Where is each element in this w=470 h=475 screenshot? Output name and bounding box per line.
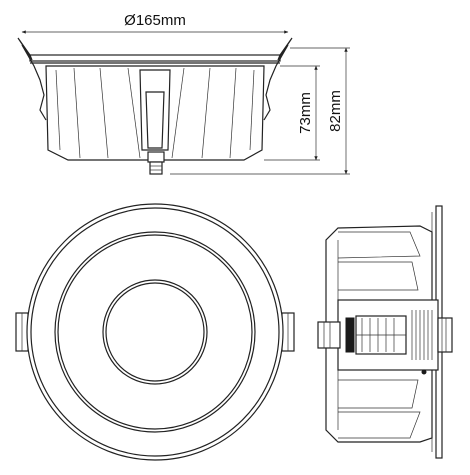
side-fins xyxy=(55,67,255,159)
side-center-block xyxy=(139,69,171,151)
terminal-block xyxy=(345,317,355,353)
lens xyxy=(102,279,208,385)
heatsink-ribs xyxy=(411,310,433,360)
outer-ring xyxy=(26,203,284,461)
profile-view xyxy=(317,205,453,459)
side-view: Ø165mm xyxy=(17,12,350,175)
right-spring xyxy=(263,44,289,121)
profile-cable-gland xyxy=(317,321,341,349)
profile-rear-cap xyxy=(437,317,453,353)
side-flange xyxy=(29,54,281,62)
cable-gland xyxy=(147,151,165,163)
right-clip xyxy=(277,37,293,61)
screw-icon xyxy=(421,369,427,375)
diameter-label: Ø165mm xyxy=(124,12,186,29)
height-total-label: 82mm xyxy=(327,90,344,132)
left-spring xyxy=(21,44,47,121)
height-body-label: 73mm xyxy=(297,92,314,134)
front-view xyxy=(15,203,295,461)
side-body xyxy=(45,65,265,161)
left-clip xyxy=(17,37,33,61)
reflector-ring xyxy=(54,231,256,433)
